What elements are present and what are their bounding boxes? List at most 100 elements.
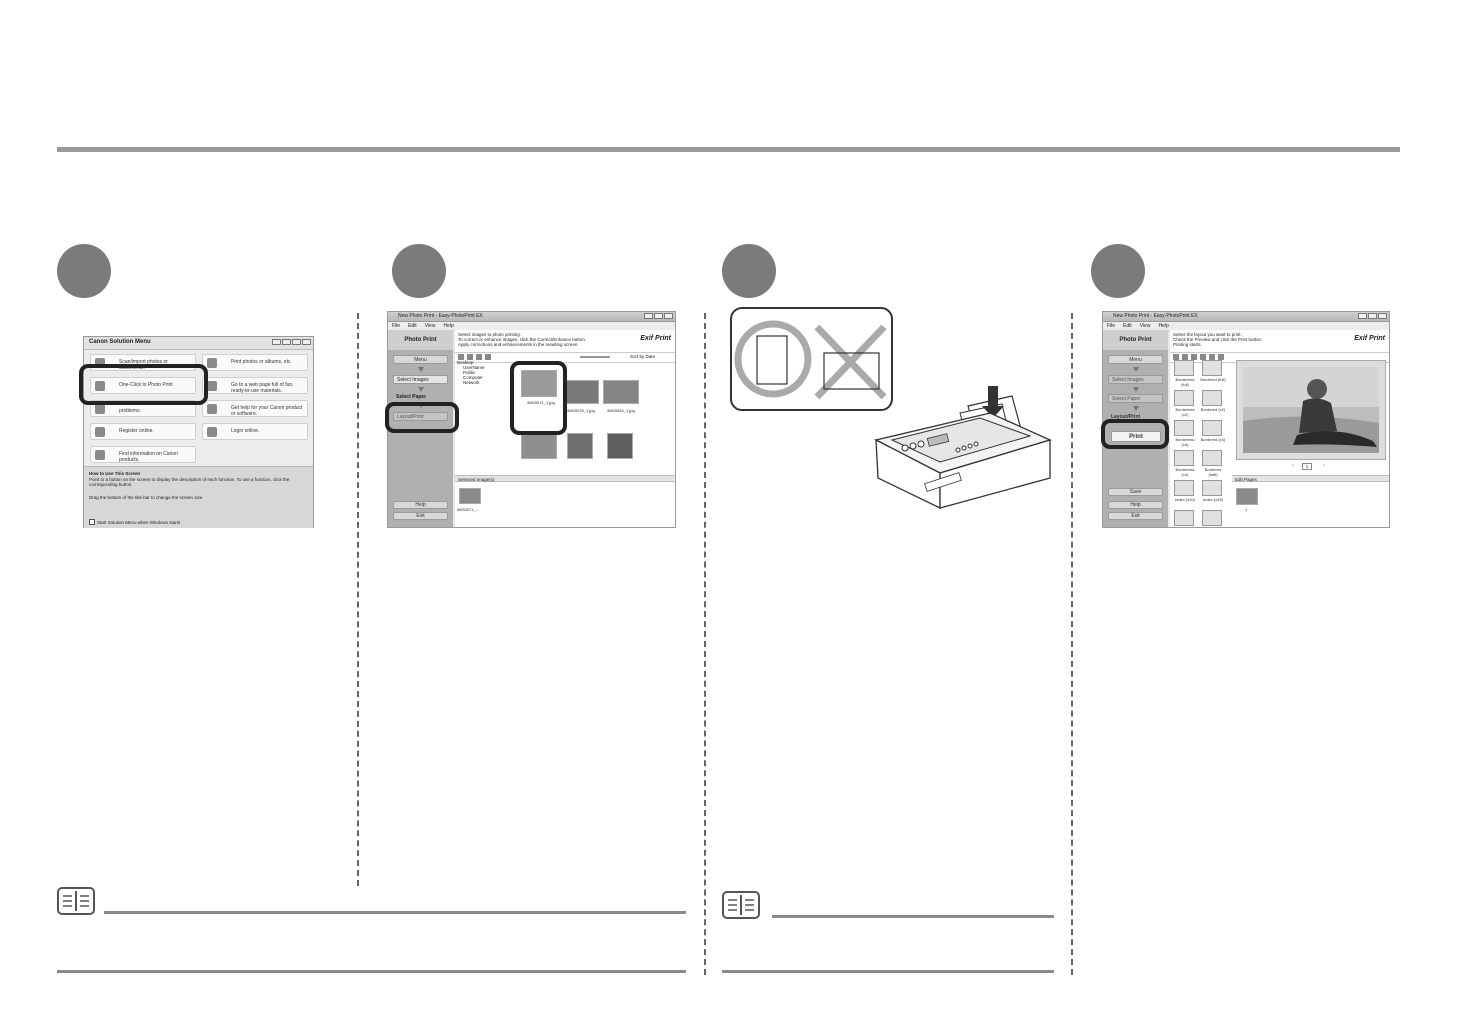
menu-edit[interactable]: Edit — [408, 323, 417, 329]
thumbnail-caption: IMG0044_1.jpg — [607, 408, 635, 413]
chevron-down-icon[interactable] — [282, 339, 291, 345]
nav-select-paper[interactable]: Select Paper — [1108, 394, 1163, 403]
left-navigation: Photo Print Menu Select Images Select Pa… — [388, 330, 453, 527]
arrow-down-icon — [418, 387, 424, 392]
window-title: New Photo Print - Easy-PhotoPrint EX — [398, 313, 483, 319]
menu-edit[interactable]: Edit — [1123, 323, 1132, 329]
menu-view[interactable]: View — [424, 323, 436, 329]
login-button[interactable]: Login online. — [202, 423, 308, 440]
photo-thumbnail[interactable] — [603, 380, 639, 404]
minimize-icon[interactable] — [1358, 313, 1367, 319]
menu-file[interactable]: File — [1107, 323, 1116, 329]
one-click-photo-print-button[interactable]: One-Click to Photo Print — [90, 377, 196, 394]
tree-item[interactable]: Network — [463, 380, 480, 385]
layout-tile[interactable] — [1202, 510, 1222, 526]
crop-icon[interactable] — [1191, 354, 1197, 360]
print-photos-button[interactable]: Print photos or albums, etc. — [202, 354, 308, 371]
selected-thumbnail[interactable] — [459, 488, 481, 504]
layout-tile[interactable] — [1174, 480, 1194, 496]
layout-tile[interactable] — [1202, 450, 1222, 466]
tree-item[interactable]: Public — [463, 370, 476, 375]
highlight-callout — [385, 402, 459, 433]
exit-button[interactable]: Exit — [393, 512, 448, 520]
save-button[interactable]: Save — [1108, 488, 1163, 496]
correct-icon[interactable] — [1209, 354, 1215, 360]
image-icon[interactable] — [485, 354, 491, 360]
layout-tile[interactable] — [1174, 390, 1194, 406]
exit-button[interactable]: Exit — [1108, 512, 1163, 520]
highlight-callout — [1101, 419, 1169, 449]
maximize-icon[interactable] — [654, 313, 663, 319]
nav-menu-button[interactable]: Menu — [1108, 355, 1163, 364]
layout-tile[interactable] — [1174, 510, 1194, 526]
zoom-slider[interactable] — [580, 356, 610, 358]
highlight-callout — [510, 361, 567, 435]
info-icon — [95, 450, 105, 460]
sort-select[interactable]: Sort by Date — [630, 354, 656, 359]
chevron-right-icon[interactable]: › — [1323, 463, 1325, 469]
app-label: Photo Print — [1103, 330, 1168, 350]
date-icon[interactable] — [1200, 354, 1206, 360]
tree-item[interactable]: UserName — [463, 365, 485, 370]
nav-menu-button[interactable]: Menu — [393, 355, 448, 364]
photo-thumbnail[interactable] — [521, 370, 557, 397]
tree-item[interactable]: Desktop — [457, 360, 474, 365]
settings-icon[interactable] — [1218, 354, 1224, 360]
folder-icon[interactable] — [458, 354, 464, 360]
layout-list: Borderless (full) Bordered (full) Border… — [1172, 360, 1230, 526]
layout-tile[interactable] — [1174, 420, 1194, 436]
page-number: 1 — [1302, 463, 1312, 470]
column-divider — [704, 313, 706, 975]
nav-layout-print[interactable]: Layout/Print — [393, 412, 448, 421]
print-button[interactable]: Print — [1111, 431, 1161, 442]
layout-label: Index (x48) — [1202, 497, 1223, 502]
photo-thumbnail[interactable] — [521, 433, 557, 459]
layout-tile[interactable] — [1202, 420, 1222, 436]
help-button[interactable]: Help — [393, 501, 448, 509]
paper-orientation-panel — [730, 307, 893, 411]
instruction-line: Check the Preview and click the Print bu… — [1173, 337, 1263, 342]
nav-select-images[interactable]: Select Images — [393, 375, 448, 384]
restore-icon[interactable] — [272, 339, 281, 345]
layout-label: Borderless (full) — [1175, 377, 1195, 387]
nav-select-paper[interactable]: Select Paper — [396, 394, 427, 400]
photo-thumbnail[interactable] — [607, 433, 633, 459]
layout-tile[interactable] — [1202, 390, 1222, 406]
maximize-icon[interactable] — [1368, 313, 1377, 319]
page-thumbnail[interactable] — [1236, 488, 1258, 505]
layout-tile[interactable] — [1174, 360, 1194, 376]
menu-help[interactable]: Help — [1158, 323, 1169, 329]
layout-tile[interactable] — [1202, 480, 1222, 496]
window-title: New Photo Print - Easy-PhotoPrint EX — [1113, 313, 1198, 319]
nav-select-images[interactable]: Select Images — [1108, 375, 1163, 384]
menu-view[interactable]: View — [1139, 323, 1151, 329]
photo-thumbnail[interactable] — [567, 433, 593, 459]
grid-icon[interactable] — [467, 354, 473, 360]
correct-icon[interactable] — [476, 354, 482, 360]
canon-products-button[interactable]: Find information on Canon products. — [90, 446, 196, 463]
nav-layout-print[interactable]: Layout/Print — [1111, 414, 1141, 420]
minimize-icon[interactable] — [644, 313, 653, 319]
menu-help[interactable]: Help — [443, 323, 454, 329]
layout-tile[interactable] — [1174, 450, 1194, 466]
menu-file[interactable]: File — [392, 323, 401, 329]
minimize-icon[interactable] — [292, 339, 301, 345]
get-help-button[interactable]: Get help for your Canon product or softw… — [202, 400, 308, 417]
close-icon[interactable] — [1378, 313, 1387, 319]
chevron-left-icon[interactable]: ‹ — [1292, 463, 1294, 469]
web-page-button[interactable]: Go to a web page full of fun, ready-to-u… — [202, 377, 308, 394]
instruction-line: To correct or enhance images, click the … — [458, 337, 587, 342]
rotate-icon[interactable] — [1182, 354, 1188, 360]
layout-tile[interactable] — [1202, 360, 1222, 376]
help-button[interactable]: Help — [1108, 501, 1163, 509]
close-icon[interactable] — [302, 339, 311, 345]
startup-checkbox[interactable] — [89, 519, 95, 525]
layout-label: Borderless (x4) — [1175, 437, 1195, 447]
canon-solution-menu-window: Canon Solution Menu Scan/import photos o… — [83, 336, 314, 528]
close-icon[interactable] — [664, 313, 673, 319]
photo-thumbnail[interactable] — [563, 380, 599, 404]
register-button[interactable]: Register online. — [90, 423, 196, 440]
tree-item[interactable]: Computer — [463, 375, 483, 380]
rotate-icon[interactable] — [1173, 354, 1179, 360]
arrow-down-icon — [1133, 387, 1139, 392]
